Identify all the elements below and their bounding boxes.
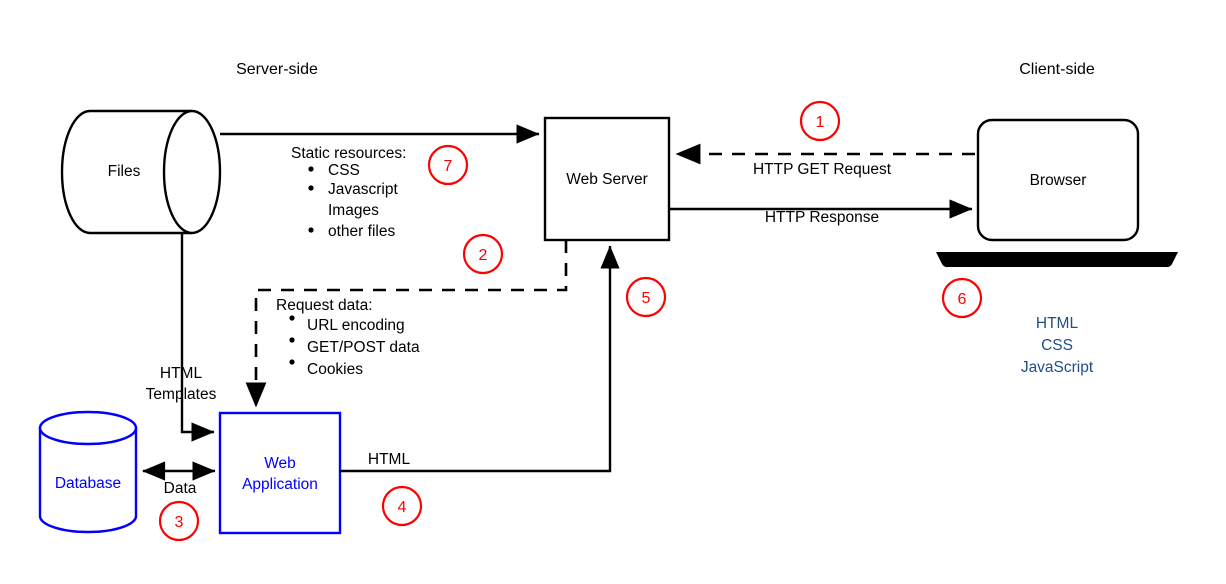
client-tech-0: HTML <box>1036 315 1079 332</box>
database-label: Database <box>55 475 121 492</box>
browser-label: Browser <box>1030 172 1087 189</box>
request-data-item-1: GET/POST data <box>307 339 420 356</box>
step-marker-5[interactable]: 5 <box>625 276 667 318</box>
laptop-base-icon <box>936 252 1178 268</box>
html-label: HTML <box>368 451 411 468</box>
static-resources-item-3: other files <box>328 223 395 240</box>
static-resources-heading: Static resources: <box>291 145 406 162</box>
step-marker-4[interactable]: 4 <box>381 485 423 527</box>
static-resources-item-0: CSS <box>328 162 360 179</box>
client-side-heading: Client-side <box>1019 61 1095 78</box>
client-tech-2: JavaScript <box>1021 359 1094 376</box>
data-label: Data <box>164 480 197 497</box>
html-templates-label-line2: Templates <box>146 386 217 403</box>
html-templates-label-line1: HTML <box>160 365 203 382</box>
static-resources-annotation: Static resources: CSS Javascript Images … <box>291 145 406 240</box>
edge-request-data <box>245 240 568 408</box>
bullet-icon <box>308 185 314 191</box>
files-node[interactable]: Files <box>60 109 222 235</box>
web-server-label: Web Server <box>566 171 648 188</box>
step-marker-6-label: 6 <box>958 291 967 308</box>
web-application-label-line2: Application <box>242 476 318 493</box>
step-marker-7[interactable]: 7 <box>427 144 469 186</box>
step-marker-2[interactable]: 2 <box>462 233 504 275</box>
client-technologies-annotation: HTML CSS JavaScript <box>1021 315 1094 376</box>
bullet-icon <box>289 337 295 343</box>
step-marker-1[interactable]: 1 <box>799 100 841 142</box>
edge-html-templates <box>180 233 215 442</box>
web-application-node[interactable]: Web Application <box>218 411 342 535</box>
step-marker-7-label: 7 <box>444 158 453 175</box>
bullet-icon <box>308 166 314 172</box>
step-marker-6[interactable]: 6 <box>941 277 983 319</box>
static-resources-item-1: Javascript <box>328 181 398 198</box>
bullet-icon <box>289 315 295 321</box>
step-marker-2-label: 2 <box>479 247 488 264</box>
server-side-heading: Server-side <box>236 61 318 78</box>
step-marker-5-label: 5 <box>642 290 651 307</box>
browser-node[interactable]: Browser <box>976 118 1140 242</box>
edge-html-to-web-server <box>340 245 620 473</box>
static-resources-item-2: Images <box>328 202 379 219</box>
step-marker-3-label: 3 <box>175 514 184 531</box>
bullet-icon <box>308 227 314 233</box>
request-data-item-0: URL encoding <box>307 317 405 334</box>
bullet-icon <box>289 359 295 365</box>
client-tech-1: CSS <box>1041 337 1073 354</box>
web-server-node[interactable]: Web Server <box>543 116 671 242</box>
web-application-label-line1: Web <box>264 455 296 472</box>
step-marker-1-label: 1 <box>816 114 825 131</box>
request-data-annotation: Request data: URL encoding GET/POST data… <box>276 297 420 378</box>
http-response-label: HTTP Response <box>765 209 879 226</box>
database-node[interactable]: Database <box>38 410 138 534</box>
step-marker-3[interactable]: 3 <box>158 500 200 542</box>
http-get-request-label: HTTP GET Request <box>753 161 892 178</box>
files-label: Files <box>108 163 141 180</box>
request-data-item-2: Cookies <box>307 361 363 378</box>
step-marker-4-label: 4 <box>398 499 407 516</box>
request-data-heading: Request data: <box>276 297 373 314</box>
